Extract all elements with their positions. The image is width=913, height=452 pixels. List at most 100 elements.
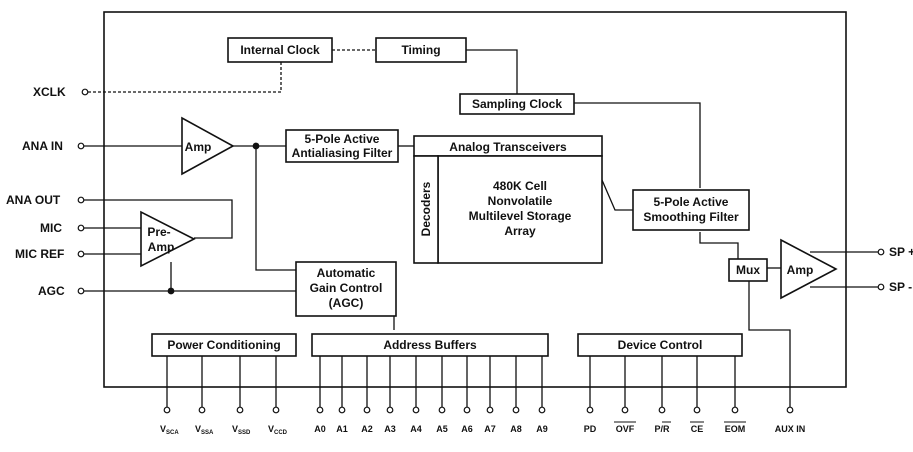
- junction-dot: [167, 287, 175, 295]
- junction-dot: [252, 142, 260, 150]
- analog-transceivers-label: Analog Transceivers: [449, 140, 567, 154]
- array-label-line1: 480K Cell: [493, 179, 547, 193]
- preamp-label-line2: Amp: [148, 240, 175, 254]
- pin-label-a4: A4: [410, 424, 422, 434]
- input-amp-label: Amp: [185, 140, 212, 154]
- array-label-line3: Multilevel Storage: [469, 209, 572, 223]
- pin-terminal: [363, 406, 371, 414]
- mux-block: Mux: [728, 258, 768, 282]
- output-amp-label: Amp: [787, 263, 814, 277]
- pin-label-vssd: VSSD: [232, 424, 251, 436]
- agc-block: Automatic Gain Control (AGC): [295, 261, 397, 317]
- pin-label-a6: A6: [461, 424, 473, 434]
- pin-terminal: [658, 406, 666, 414]
- internal-clock-block: Internal Clock: [227, 37, 333, 63]
- power-conditioning-label: Power Conditioning: [167, 338, 280, 352]
- pin-terminal: [693, 406, 701, 414]
- pin-terminal: [412, 406, 420, 414]
- pin-label-agc: AGC: [38, 284, 65, 298]
- pin-label-pr: P/R: [654, 424, 670, 434]
- pin-label-a8: A8: [510, 424, 522, 434]
- pin-terminal: [236, 406, 244, 414]
- preamp-label-line1: Pre-: [147, 225, 170, 239]
- pin-terminal: [621, 406, 629, 414]
- decoders-block: Decoders: [413, 155, 439, 264]
- pin-label-mic: MIC: [40, 221, 62, 235]
- pin-label-ovf: OVF: [616, 424, 635, 434]
- antialiasing-filter-block: 5-Pole Active Antialiasing Filter: [285, 129, 399, 163]
- agc-label-line1: Automatic: [317, 266, 376, 280]
- pin-terminal: [77, 142, 85, 150]
- array-label-line2: Nonvolatile: [488, 194, 553, 208]
- pin-label-ce: CE: [691, 424, 704, 434]
- mux-label: Mux: [736, 263, 760, 277]
- pin-label-a1: A1: [336, 424, 348, 434]
- pin-terminal: [338, 406, 346, 414]
- power-conditioning-block: Power Conditioning: [151, 333, 297, 357]
- pin-label-a2: A2: [361, 424, 373, 434]
- pin-terminal: [786, 406, 794, 414]
- timing-label: Timing: [401, 43, 440, 57]
- decoders-label: Decoders: [419, 181, 433, 236]
- pin-label-mic-ref: MIC REF: [15, 247, 64, 261]
- pin-label-a5: A5: [436, 424, 448, 434]
- signal-wires: [84, 49, 878, 407]
- pin-label-vccd: VCCD: [268, 424, 288, 436]
- bottom-pins: VSCA VSSA VSSD VCCD A0 A1 A2 A3 A4 A5 A6…: [160, 406, 806, 436]
- pin-terminal: [77, 224, 85, 232]
- pin-label-ana-in: ANA IN: [22, 139, 63, 153]
- pin-label-eom: EOM: [725, 424, 746, 434]
- pin-terminal: [272, 406, 280, 414]
- pin-terminal: [77, 250, 85, 258]
- address-buffers-label: Address Buffers: [383, 338, 477, 352]
- pin-terminal: [198, 406, 206, 414]
- pin-terminal: [77, 287, 85, 295]
- pre-amplifier: Pre- Amp: [140, 210, 196, 268]
- sampling-clock-block: Sampling Clock: [459, 93, 575, 115]
- pin-label-a7: A7: [484, 424, 496, 434]
- smoothing-filter-label-line1: 5-Pole Active: [654, 195, 729, 209]
- pin-terminal: [77, 196, 85, 204]
- pin-terminal: [438, 406, 446, 414]
- sampling-clock-label: Sampling Clock: [472, 97, 562, 111]
- analog-transceivers-block: Analog Transceivers: [413, 135, 603, 157]
- pin-label-pd: PD: [584, 424, 597, 434]
- pin-terminal: [463, 406, 471, 414]
- array-label-line4: Array: [504, 224, 536, 238]
- antialiasing-filter-label-line1: 5-Pole Active: [305, 132, 380, 146]
- agc-label-line2: Gain Control: [310, 281, 383, 295]
- device-control-block: Device Control: [577, 333, 743, 357]
- pin-terminal: [486, 406, 494, 414]
- smoothing-filter-block: 5-Pole Active Smoothing Filter: [632, 189, 750, 231]
- pin-terminal: [163, 406, 171, 414]
- pin-label-ana-out: ANA OUT: [6, 193, 61, 207]
- pin-terminal: [512, 406, 520, 414]
- pin-label-vsca: VSCA: [160, 424, 179, 436]
- agc-label-line3: (AGC): [329, 296, 364, 310]
- pin-terminal: [877, 283, 885, 291]
- storage-array-block: 480K Cell Nonvolatile Multilevel Storage…: [437, 155, 603, 264]
- pin-terminal: [877, 248, 885, 256]
- pin-label-xclk: XCLK: [33, 85, 66, 99]
- pin-terminal: [586, 406, 594, 414]
- input-amplifier: Amp: [181, 116, 235, 176]
- smoothing-filter-label-line2: Smoothing Filter: [643, 210, 739, 224]
- pin-terminal: [81, 88, 89, 96]
- pin-terminal: [731, 406, 739, 414]
- pin-terminal: [316, 406, 324, 414]
- pin-label-a0: A0: [314, 424, 326, 434]
- pin-label-a9: A9: [536, 424, 548, 434]
- pin-label-aux-in: AUX IN: [775, 424, 806, 434]
- pin-label-sp-plus: SP +: [889, 245, 913, 259]
- device-control-label: Device Control: [618, 338, 703, 352]
- timing-block: Timing: [375, 37, 467, 63]
- pin-terminal: [386, 406, 394, 414]
- pin-label-a3: A3: [384, 424, 396, 434]
- address-buffers-block: Address Buffers: [311, 333, 549, 357]
- right-pins: SP + SP -: [877, 245, 913, 294]
- internal-clock-label: Internal Clock: [240, 43, 320, 57]
- pin-label-vssa: VSSA: [195, 424, 214, 436]
- antialiasing-filter-label-line2: Antialiasing Filter: [292, 146, 393, 160]
- pin-label-sp-minus: SP -: [889, 280, 912, 294]
